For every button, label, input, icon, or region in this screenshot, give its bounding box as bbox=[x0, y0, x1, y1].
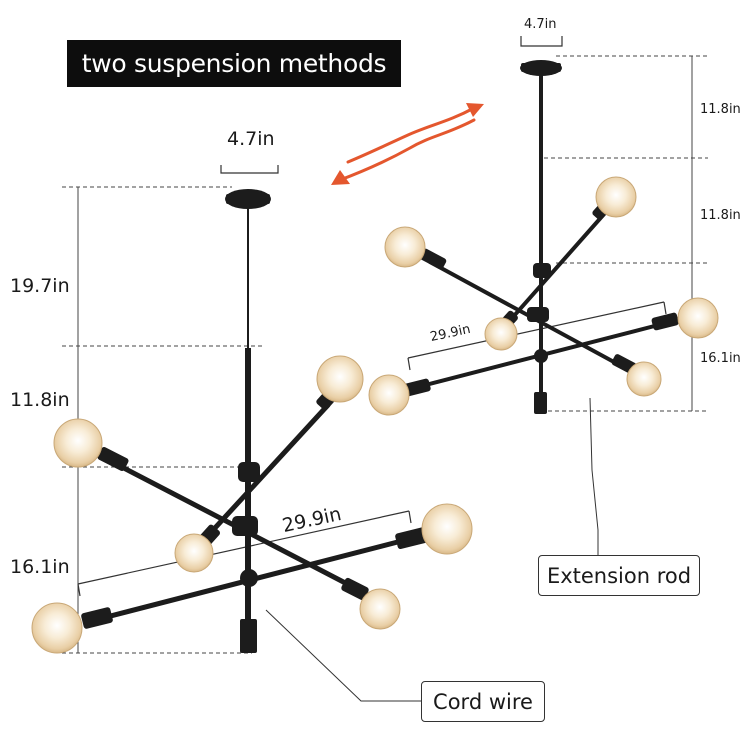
left-middle-height-label: 11.8in bbox=[10, 389, 70, 411]
canopy-brackets bbox=[220, 36, 563, 174]
right-rod-height-2-label: 11.8in bbox=[700, 208, 741, 223]
right-rod-height-1-label: 11.8in bbox=[700, 102, 741, 117]
left-cord-length-label: 19.7in bbox=[10, 275, 70, 297]
extension-rod-callout: Extension rod bbox=[538, 555, 700, 596]
left-bottom-height-label: 16.1in bbox=[10, 556, 70, 578]
callout-leaders bbox=[265, 397, 599, 702]
left-chandelier bbox=[31, 189, 473, 654]
right-chandelier bbox=[368, 60, 719, 416]
double-arrow-icon bbox=[331, 103, 484, 185]
right-canopy-width-label: 4.7in bbox=[524, 17, 557, 32]
right-bottom-height-label: 16.1in bbox=[700, 351, 741, 366]
dimension-guides bbox=[62, 55, 708, 654]
page-title: two suspension methods bbox=[67, 40, 401, 87]
cord-wire-callout: Cord wire bbox=[421, 681, 545, 722]
span-dimension-lines bbox=[77, 301, 667, 597]
left-canopy-width-label: 4.7in bbox=[227, 128, 275, 150]
